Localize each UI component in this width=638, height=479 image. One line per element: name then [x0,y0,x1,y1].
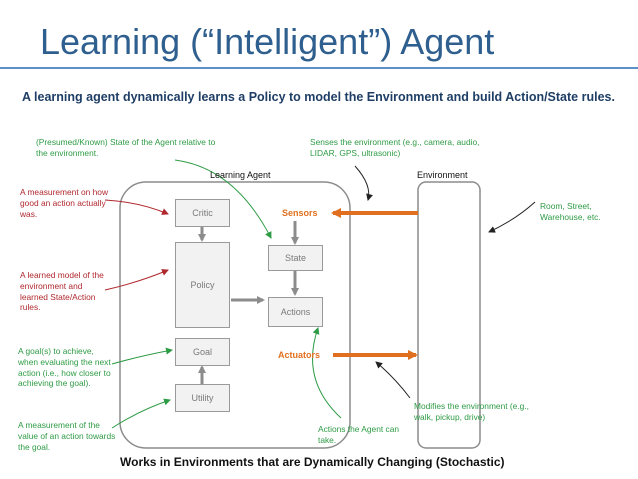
measurement-action-annotation: A measurement on how good an action actu… [20,187,108,219]
room-annotation: Room, Street, Warehouse, etc. [540,201,601,222]
senses-pointer [354,165,373,201]
environment-label: Environment [417,170,468,180]
page-subtitle: A learning agent dynamically learns a Po… [22,90,615,104]
measurement-value-annotation: A measurement of the value of an action … [18,420,116,452]
actions-pointer [312,327,342,419]
learning-agent-label: Learning Agent [210,170,271,180]
state-pointer [174,159,272,239]
utility-pointer [111,398,171,429]
environment-container [417,181,481,449]
modifies-annotation: Modifies the environment (e.g., walk, pi… [414,401,529,422]
learned-model-annotation: A learned model of the environment and l… [20,270,104,313]
policy-box: Policy [175,242,230,328]
presumed-state-annotation: (Presumed/Known) State of the Agent rela… [36,137,216,158]
sensors-label: Sensors [282,208,318,218]
goal-pointer [111,347,173,365]
goals-annotation: A goal(s) to achieve, when evaluating th… [18,346,111,389]
actions-box: Actions [268,297,323,327]
footer-caption: Works in Environments that are Dynamical… [120,455,505,469]
title-divider [0,67,638,69]
actuators-label: Actuators [278,350,321,360]
modifies-pointer [375,361,411,399]
actions-can-take-annotation: Actions the Agent can take. [318,424,400,445]
critic-pointer [104,199,169,215]
senses-annotation: Senses the environment (e.g., camera, au… [310,137,480,158]
state-box: State [268,245,323,271]
goal-box: Goal [175,338,230,366]
room-pointer [488,201,536,233]
policy-pointer [104,269,169,291]
critic-box: Critic [175,199,230,227]
utility-box: Utility [175,384,230,412]
page-title: Learning (“Intelligent”) Agent [40,21,495,62]
